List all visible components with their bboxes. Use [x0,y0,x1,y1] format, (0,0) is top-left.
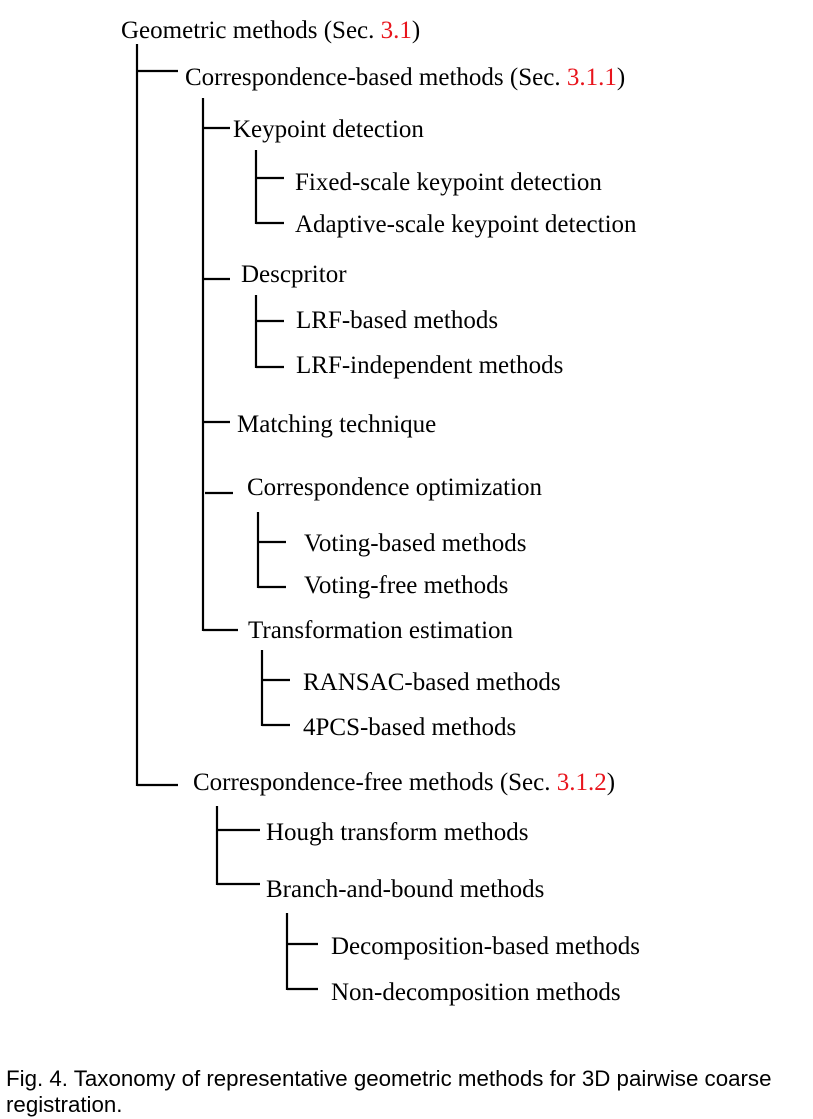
node-descriptor: Descpritor [241,261,347,288]
node-label: Correspondence-free methods (Sec. [193,769,557,796]
node-hough-transform-methods: Hough transform methods [266,819,529,846]
node-ransac-based-methods: RANSAC-based methods [303,669,561,696]
node-adaptive-scale-keypoint-detection: Adaptive-scale keypoint detection [295,211,637,238]
node-lrf-independent-methods: LRF-independent methods [296,352,564,379]
node-correspondence-free-methods: Correspondence-free methods (Sec. 3.1.2) [193,770,615,795]
node-voting-based-methods: Voting-based methods [304,530,527,557]
node-label-close: ) [616,64,626,91]
node-branch-and-bound-methods: Branch-and-bound methods [266,876,545,903]
figure-caption: Fig. 4. Taxonomy of representative geome… [6,1066,772,1117]
node-decomposition-based-methods: Decomposition-based methods [331,933,640,960]
node-correspondence-based-methods: Correspondence-based methods (Sec. 3.1.1… [185,65,625,90]
tree-connector-lines [135,44,318,991]
node-transformation-estimation: Transformation estimation [248,617,514,644]
section-reference-link[interactable]: 3.1 [380,17,412,44]
node-label-close: ) [606,769,616,796]
node-label: Correspondence-based methods (Sec. [185,64,567,91]
node-label: Geometric methods (Sec. [121,17,381,44]
node-fixed-scale-keypoint-detection: Fixed-scale keypoint detection [295,169,602,196]
node-label-close: ) [411,17,421,44]
node-keypoint-detection: Keypoint detection [233,116,424,143]
section-reference-link[interactable]: 3.1.2 [556,769,607,796]
node-lrf-based-methods: LRF-based methods [296,307,499,334]
node-matching-technique: Matching technique [237,411,437,438]
node-voting-free-methods: Voting-free methods [304,572,509,599]
node-non-decomposition-methods: Non-decomposition methods [331,979,621,1006]
node-correspondence-optimization: Correspondence optimization [247,474,543,501]
node-geometric-methods: Geometric methods (Sec. 3.1) [121,18,420,43]
taxonomy-tree: Geometric methods (Sec. 3.1) Corresponde… [121,18,640,1006]
section-reference-link[interactable]: 3.1.1 [566,64,617,91]
node-4pcs-based-methods: 4PCS-based methods [303,714,517,741]
